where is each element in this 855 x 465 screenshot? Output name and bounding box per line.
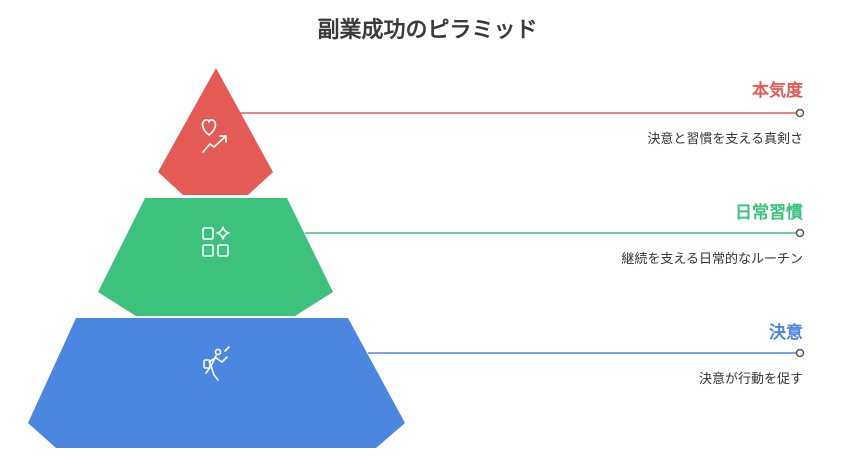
level-description-bottom: 決意が行動を促す bbox=[698, 372, 803, 387]
connector-dot-top bbox=[795, 108, 805, 118]
pyramid-level-bottom bbox=[28, 318, 805, 448]
connector-dot-bottom bbox=[795, 348, 805, 358]
level-label-middle: 日常習慣 bbox=[735, 203, 803, 223]
diagram-title: 副業成功のピラミッド bbox=[317, 18, 538, 43]
level-label-top: 本気度 bbox=[752, 81, 803, 101]
level-label-bottom: 決意 bbox=[769, 323, 803, 343]
grid-sparkle-icon bbox=[202, 226, 230, 257]
climber-icon bbox=[203, 346, 230, 381]
pyramid-level-middle bbox=[98, 198, 805, 316]
connector-dot-middle bbox=[795, 228, 805, 238]
pyramid-middle-face bbox=[98, 198, 333, 292]
pyramid-bottom-face bbox=[28, 318, 405, 423]
level-description-top: 決意と習慣を支える真剣さ bbox=[647, 132, 803, 147]
level-description-middle: 継続を支える日常的なルーチン bbox=[621, 252, 803, 267]
pyramid-top-face bbox=[158, 68, 273, 172]
pyramid-top-base bbox=[158, 172, 273, 195]
pyramid-level-top bbox=[158, 68, 805, 195]
pyramid-middle-base bbox=[98, 292, 333, 316]
pyramid-bottom-base bbox=[28, 423, 405, 448]
heart-growth-icon bbox=[201, 119, 227, 153]
